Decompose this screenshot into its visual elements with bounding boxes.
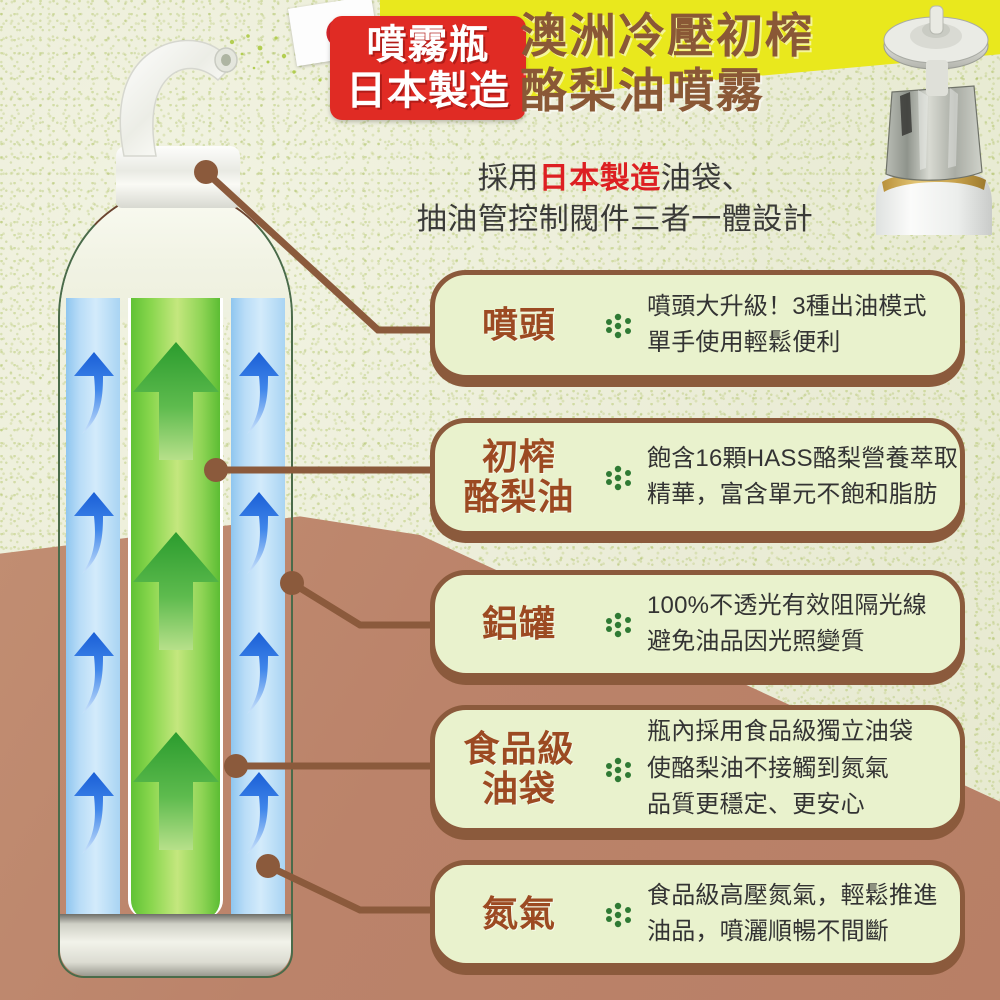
nitrogen-channel-left [66, 298, 120, 918]
bottle-dome [60, 190, 291, 310]
feature-text: 100%不透光有效阻隔光線 避免油品因光照變質 [641, 588, 960, 661]
feature-label-line: 噴頭 [481, 303, 556, 345]
subtitle: 採用日本製造油袋、 抽油管控制閥件三者一體設計 [330, 158, 900, 241]
feature-label-line: 氮氣 [481, 892, 556, 934]
feature-text-line: 品質更穩定、更安心 [647, 791, 865, 819]
nitrogen-flow-arrow-icon [239, 352, 279, 434]
page-title: 澳洲冷壓初榨 酪梨油噴霧 [520, 8, 900, 119]
feature-label-line: 油袋 [481, 768, 556, 809]
feature-label-line: 酪梨油 [463, 476, 575, 517]
feature-label: 噴頭 [435, 303, 603, 345]
oil-flow-arrow-up-icon [132, 732, 219, 850]
nitrogen-flow-arrow-icon [74, 632, 114, 714]
nitrogen-flow-arrow-icon [74, 492, 114, 574]
feature-label: 初榨 酪梨油 [435, 435, 603, 518]
green-dots-bullet-icon [606, 465, 631, 491]
feature-text: 飽含16顆HASS酪梨營養萃取 精華，富含單元不飽和脂肪 [641, 441, 972, 514]
feature-label-line: 初榨 [481, 435, 556, 477]
feature-label-line: 鋁罐 [481, 602, 556, 644]
nitrogen-flow-arrow-icon [74, 352, 114, 434]
feature-text: 噴頭大升級！3種出油模式 單手使用輕鬆便利 [641, 289, 960, 362]
feature-text-line: 使酪梨油不接觸到氮氣 [647, 754, 889, 782]
feature-text-line: 食品級高壓氮氣，輕鬆推進 [647, 881, 938, 909]
feature-text-line: 飽含16顆HASS酪梨營養萃取 [647, 444, 959, 472]
feature-text-line: 油品，噴灑順暢不間斷 [647, 918, 889, 945]
feature-card-nozzle[interactable]: 噴頭 噴頭大升級！3種出油模式 單手使用輕鬆便利 [430, 270, 965, 380]
oil-flow-arrow-up-icon [132, 342, 219, 460]
feature-text-line: 單手使用輕鬆便利 [647, 329, 841, 356]
badge-line-1: 噴霧瓶 [366, 22, 490, 67]
headline-line-1: 澳洲冷壓初榨 [520, 9, 814, 62]
nitrogen-flow-arrow-icon [239, 772, 279, 854]
feature-text-line: 100%不透光有效阻隔光線 [647, 591, 927, 619]
feature-text-line: 避免油品因光照變質 [647, 628, 865, 655]
nitrogen-flow-arrow-icon [74, 772, 114, 854]
feature-text: 食品級高壓氮氣，輕鬆推進 油品，噴灑順暢不間斷 [641, 878, 960, 951]
nitrogen-flow-arrow-icon [239, 632, 279, 714]
green-dots-bullet-icon [606, 757, 631, 783]
feature-label: 氮氣 [435, 892, 603, 934]
nitrogen-flow-arrow-icon [239, 492, 279, 574]
subtitle-pre: 採用 [477, 162, 539, 195]
feature-label: 食品級 油袋 [435, 727, 603, 810]
green-dots-bullet-icon [606, 902, 631, 928]
bottle-illustration [28, 18, 387, 978]
feature-card-nitrogen[interactable]: 氮氣 食品級高壓氮氣，輕鬆推進 油品，噴灑順暢不間斷 [430, 860, 965, 968]
valve-and-oil-bag-photo [876, 5, 992, 235]
made-in-japan-badge: 噴霧瓶 日本製造 [330, 16, 526, 120]
badge-line-2: 日本製造 [346, 69, 510, 113]
feature-label-line: 食品級 [463, 727, 575, 769]
subtitle-post: 油袋、 [660, 162, 753, 195]
feature-label: 鋁罐 [435, 602, 603, 644]
feature-text-line: 瓶內採用食品級獨立油袋 [647, 718, 914, 746]
feature-card-virgin-avocado-oil[interactable]: 初榨 酪梨油 飽含16顆HASS酪梨營養萃取 精華，富含單元不飽和脂肪 [430, 418, 965, 536]
bottle-base [60, 914, 291, 976]
green-dots-bullet-icon [606, 313, 631, 339]
nitrogen-channel-right [231, 298, 285, 918]
feature-text-line: 噴頭大升級！3種出油模式 [647, 292, 927, 320]
feature-card-food-grade-oil-bag[interactable]: 食品級 油袋 瓶內採用食品級獨立油袋 使酪梨油不接觸到氮氣 品質更穩定、更安心 [430, 705, 965, 833]
subtitle-highlight: 日本製造 [538, 162, 661, 195]
headline-line-2: 酪梨油噴霧 [520, 64, 765, 118]
subtitle-line-1: 採用日本製造油袋、 [330, 158, 900, 199]
subtitle-line-2: 抽油管控制閥件三者一體設計 [416, 203, 814, 237]
bottle-body [58, 188, 293, 978]
spray-nozzle-icon [119, 39, 238, 157]
feature-text: 瓶內採用食品級獨立油袋 使酪梨油不接觸到氮氣 品質更穩定、更安心 [641, 714, 960, 823]
green-dots-bullet-icon [606, 612, 631, 638]
oil-flow-arrow-up-icon [132, 532, 219, 650]
feature-card-aluminum-can[interactable]: 鋁罐 100%不透光有效阻隔光線 避免油品因光照變質 [430, 570, 965, 678]
feature-text-line: 精華，富含單元不飽和脂肪 [647, 481, 938, 508]
